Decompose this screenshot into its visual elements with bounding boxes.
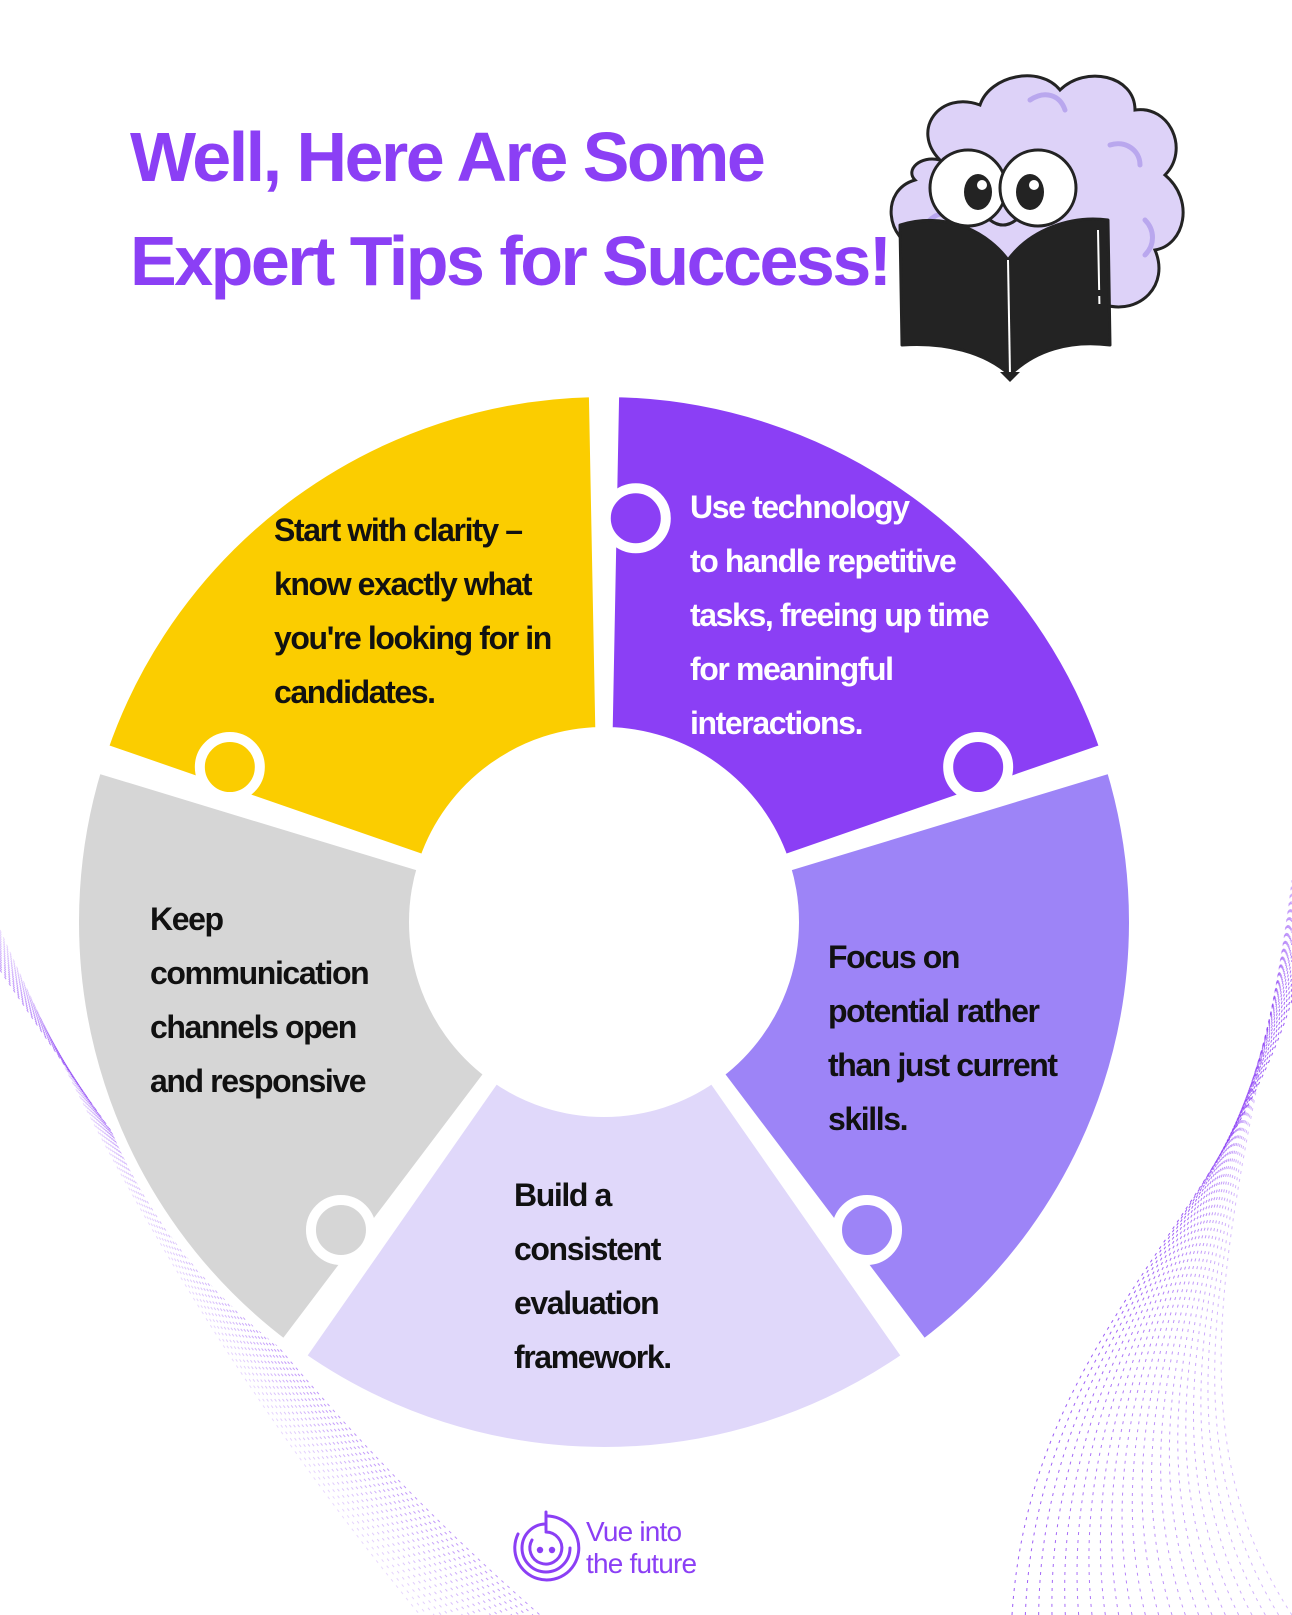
tip-focus-on-potential: Focus on potential rather than just curr… — [828, 930, 1058, 1146]
tip-1-line: Start with clarity – — [274, 512, 523, 548]
brand-logo: Vue into the future — [510, 1510, 750, 1590]
tip-5-line: and responsive — [150, 1063, 367, 1099]
wave-line-right — [1200, 897, 1292, 1615]
tip-3-line: potential rather — [828, 993, 1040, 1029]
ring-center-hole — [420, 738, 788, 1106]
wave-line-left — [0, 953, 491, 1615]
title-line-1: Well, Here Are Some — [130, 118, 766, 196]
wave-line-right — [1076, 971, 1292, 1615]
tip-2-line: for meaningful — [690, 651, 894, 687]
tip-1-line: candidates. — [274, 674, 436, 710]
wave-line-left — [0, 960, 513, 1615]
puzzle-knob-1 — [600, 483, 671, 554]
wave-line-left — [0, 932, 428, 1615]
tip-build-evaluation-framework: Build a consistent evaluation framework. — [514, 1168, 672, 1384]
tip-5-line: communication — [150, 955, 370, 991]
wave-line-left — [0, 946, 470, 1615]
wave-line-left — [0, 943, 463, 1615]
puzzle-piece-gray — [69, 762, 495, 1350]
brand-name-line-2: the future — [586, 1548, 697, 1579]
page-title: Well, Here Are Some Expert Tips for Succ… — [130, 105, 892, 313]
tip-2-line: tasks, freeing up time — [690, 597, 990, 633]
wave-line-right — [1099, 959, 1292, 1615]
book-icon — [898, 217, 1112, 382]
wave-line-right — [1064, 977, 1292, 1615]
wave-line-left — [0, 962, 520, 1615]
wave-line-left — [0, 948, 477, 1615]
tip-4-line: evaluation — [514, 1285, 660, 1321]
brand-name: Vue into the future — [586, 1516, 697, 1580]
tip-use-technology: Use technology to handle repetitive task… — [690, 480, 990, 750]
tip-4-line: Build a — [514, 1177, 612, 1213]
wave-line-left — [0, 941, 456, 1615]
tip-keep-communication-open: Keep communication channels open and res… — [150, 892, 370, 1108]
tip-5-line: Keep — [150, 901, 224, 937]
wave-line-left — [0, 969, 541, 1615]
tip-4-line: framework. — [514, 1339, 672, 1375]
wave-line-right — [1038, 988, 1292, 1615]
puzzle-piece-medium-purple — [713, 762, 1139, 1350]
tip-1-line: you're looking for in — [274, 620, 552, 656]
wave-line-left — [0, 950, 484, 1615]
tip-3-line: Focus on — [828, 939, 960, 975]
wave-line-right — [1193, 902, 1292, 1615]
tip-4-line: consistent — [514, 1231, 661, 1267]
title-line-2: Expert Tips for Success! — [130, 222, 892, 300]
brain-mascot-icon — [889, 74, 1185, 382]
wave-line-right — [1051, 982, 1292, 1615]
tip-2-line: interactions. — [690, 705, 863, 741]
eyes-icon — [928, 148, 1078, 228]
puzzle-knob-5 — [194, 732, 265, 803]
tip-1-line: know exactly what — [274, 566, 533, 602]
tip-5-line: channels open — [150, 1009, 357, 1045]
tip-3-line: skills. — [828, 1101, 909, 1137]
puzzle-piece-lavender — [295, 1072, 913, 1457]
brand-name-line-1: Vue into — [586, 1516, 682, 1547]
tip-3-line: than just current — [828, 1047, 1058, 1083]
puzzle-knob-2 — [943, 732, 1014, 803]
tip-2-line: Use technology — [690, 489, 910, 525]
wave-line-right — [1141, 937, 1292, 1615]
brand-logo-icon — [513, 1510, 581, 1582]
wave-line-right — [1214, 885, 1292, 1615]
tip-2-line: to handle repetitive — [690, 543, 957, 579]
wave-line-left — [0, 939, 449, 1615]
wave-line-left — [0, 929, 421, 1615]
puzzle-knob-3 — [832, 1194, 903, 1265]
wave-line-left — [0, 955, 498, 1615]
puzzle-knob-4 — [305, 1194, 376, 1265]
wave-line-right — [1207, 891, 1292, 1615]
tip-start-with-clarity: Start with clarity – know exactly what y… — [274, 503, 552, 719]
wave-line-right — [1088, 965, 1292, 1615]
wave-line-right — [1168, 919, 1292, 1615]
wave-line-right — [1220, 879, 1292, 1615]
